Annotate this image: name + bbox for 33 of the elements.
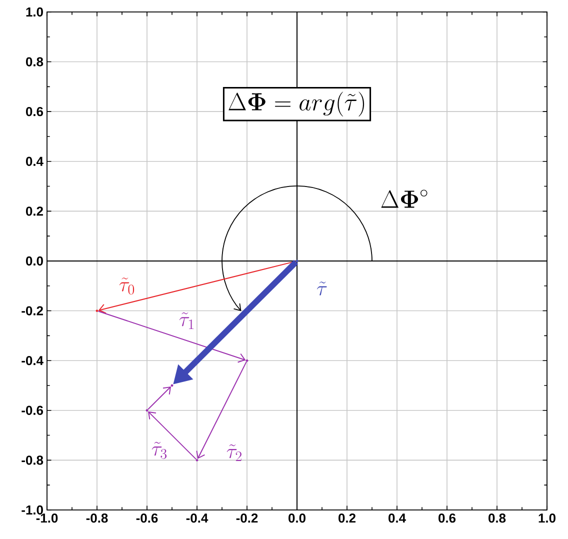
- y-tick-label: 0.6: [26, 106, 44, 116]
- x-tick-label: 0.6: [438, 514, 456, 523]
- vector-arrow: [98, 310, 246, 363]
- angle-label: $\Delta\boldsymbol{\Phi}^{\circ}$: [381, 190, 428, 208]
- vector-arrow: [196, 361, 247, 459]
- x-tick-label: -0.6: [136, 514, 158, 523]
- x-tick-label: 0.4: [388, 514, 406, 523]
- vector-label: $\tilde{\tau}$: [317, 282, 327, 296]
- vector-label: $\tilde{\tau}_0$: [119, 278, 134, 294]
- y-tick-label: 0.8: [26, 57, 44, 66]
- y-tick-label: 0.0: [26, 256, 43, 266]
- y-tick-label: -0.2: [22, 306, 43, 316]
- y-tick-label: 0.4: [26, 156, 44, 166]
- y-tick-label: 1.0: [26, 7, 43, 17]
- vector-label: $\tilde{\tau}_1$: [179, 312, 194, 330]
- x-tick-label: -0.2: [236, 514, 258, 523]
- formula-box: $\Delta\boldsymbol{\Phi} = arg(\tilde{\tau})$: [222, 87, 372, 122]
- x-tick-label: 0.8: [488, 514, 506, 523]
- x-tick-label: -1.0: [36, 514, 58, 523]
- y-tick-label: -0.4: [22, 356, 44, 366]
- vector-arrow: [148, 411, 197, 460]
- x-tick-label: 0.2: [338, 514, 356, 523]
- y-tick-label: 0.2: [26, 206, 43, 216]
- vector-arrow: [148, 386, 172, 410]
- x-tick-label: 1.0: [538, 514, 556, 523]
- x-tick-label: -0.8: [86, 514, 108, 523]
- y-tick-label: -0.8: [22, 456, 44, 465]
- y-tick-label: -0.6: [22, 406, 44, 415]
- x-tick-label: -0.4: [186, 514, 208, 523]
- x-tick-label: 0.0: [288, 514, 306, 523]
- y-tick-label: -1.0: [22, 505, 43, 515]
- vector-label: $\tilde{\tau}_2$: [226, 444, 242, 462]
- vector-label: $\tilde{\tau}_3$: [152, 442, 167, 459]
